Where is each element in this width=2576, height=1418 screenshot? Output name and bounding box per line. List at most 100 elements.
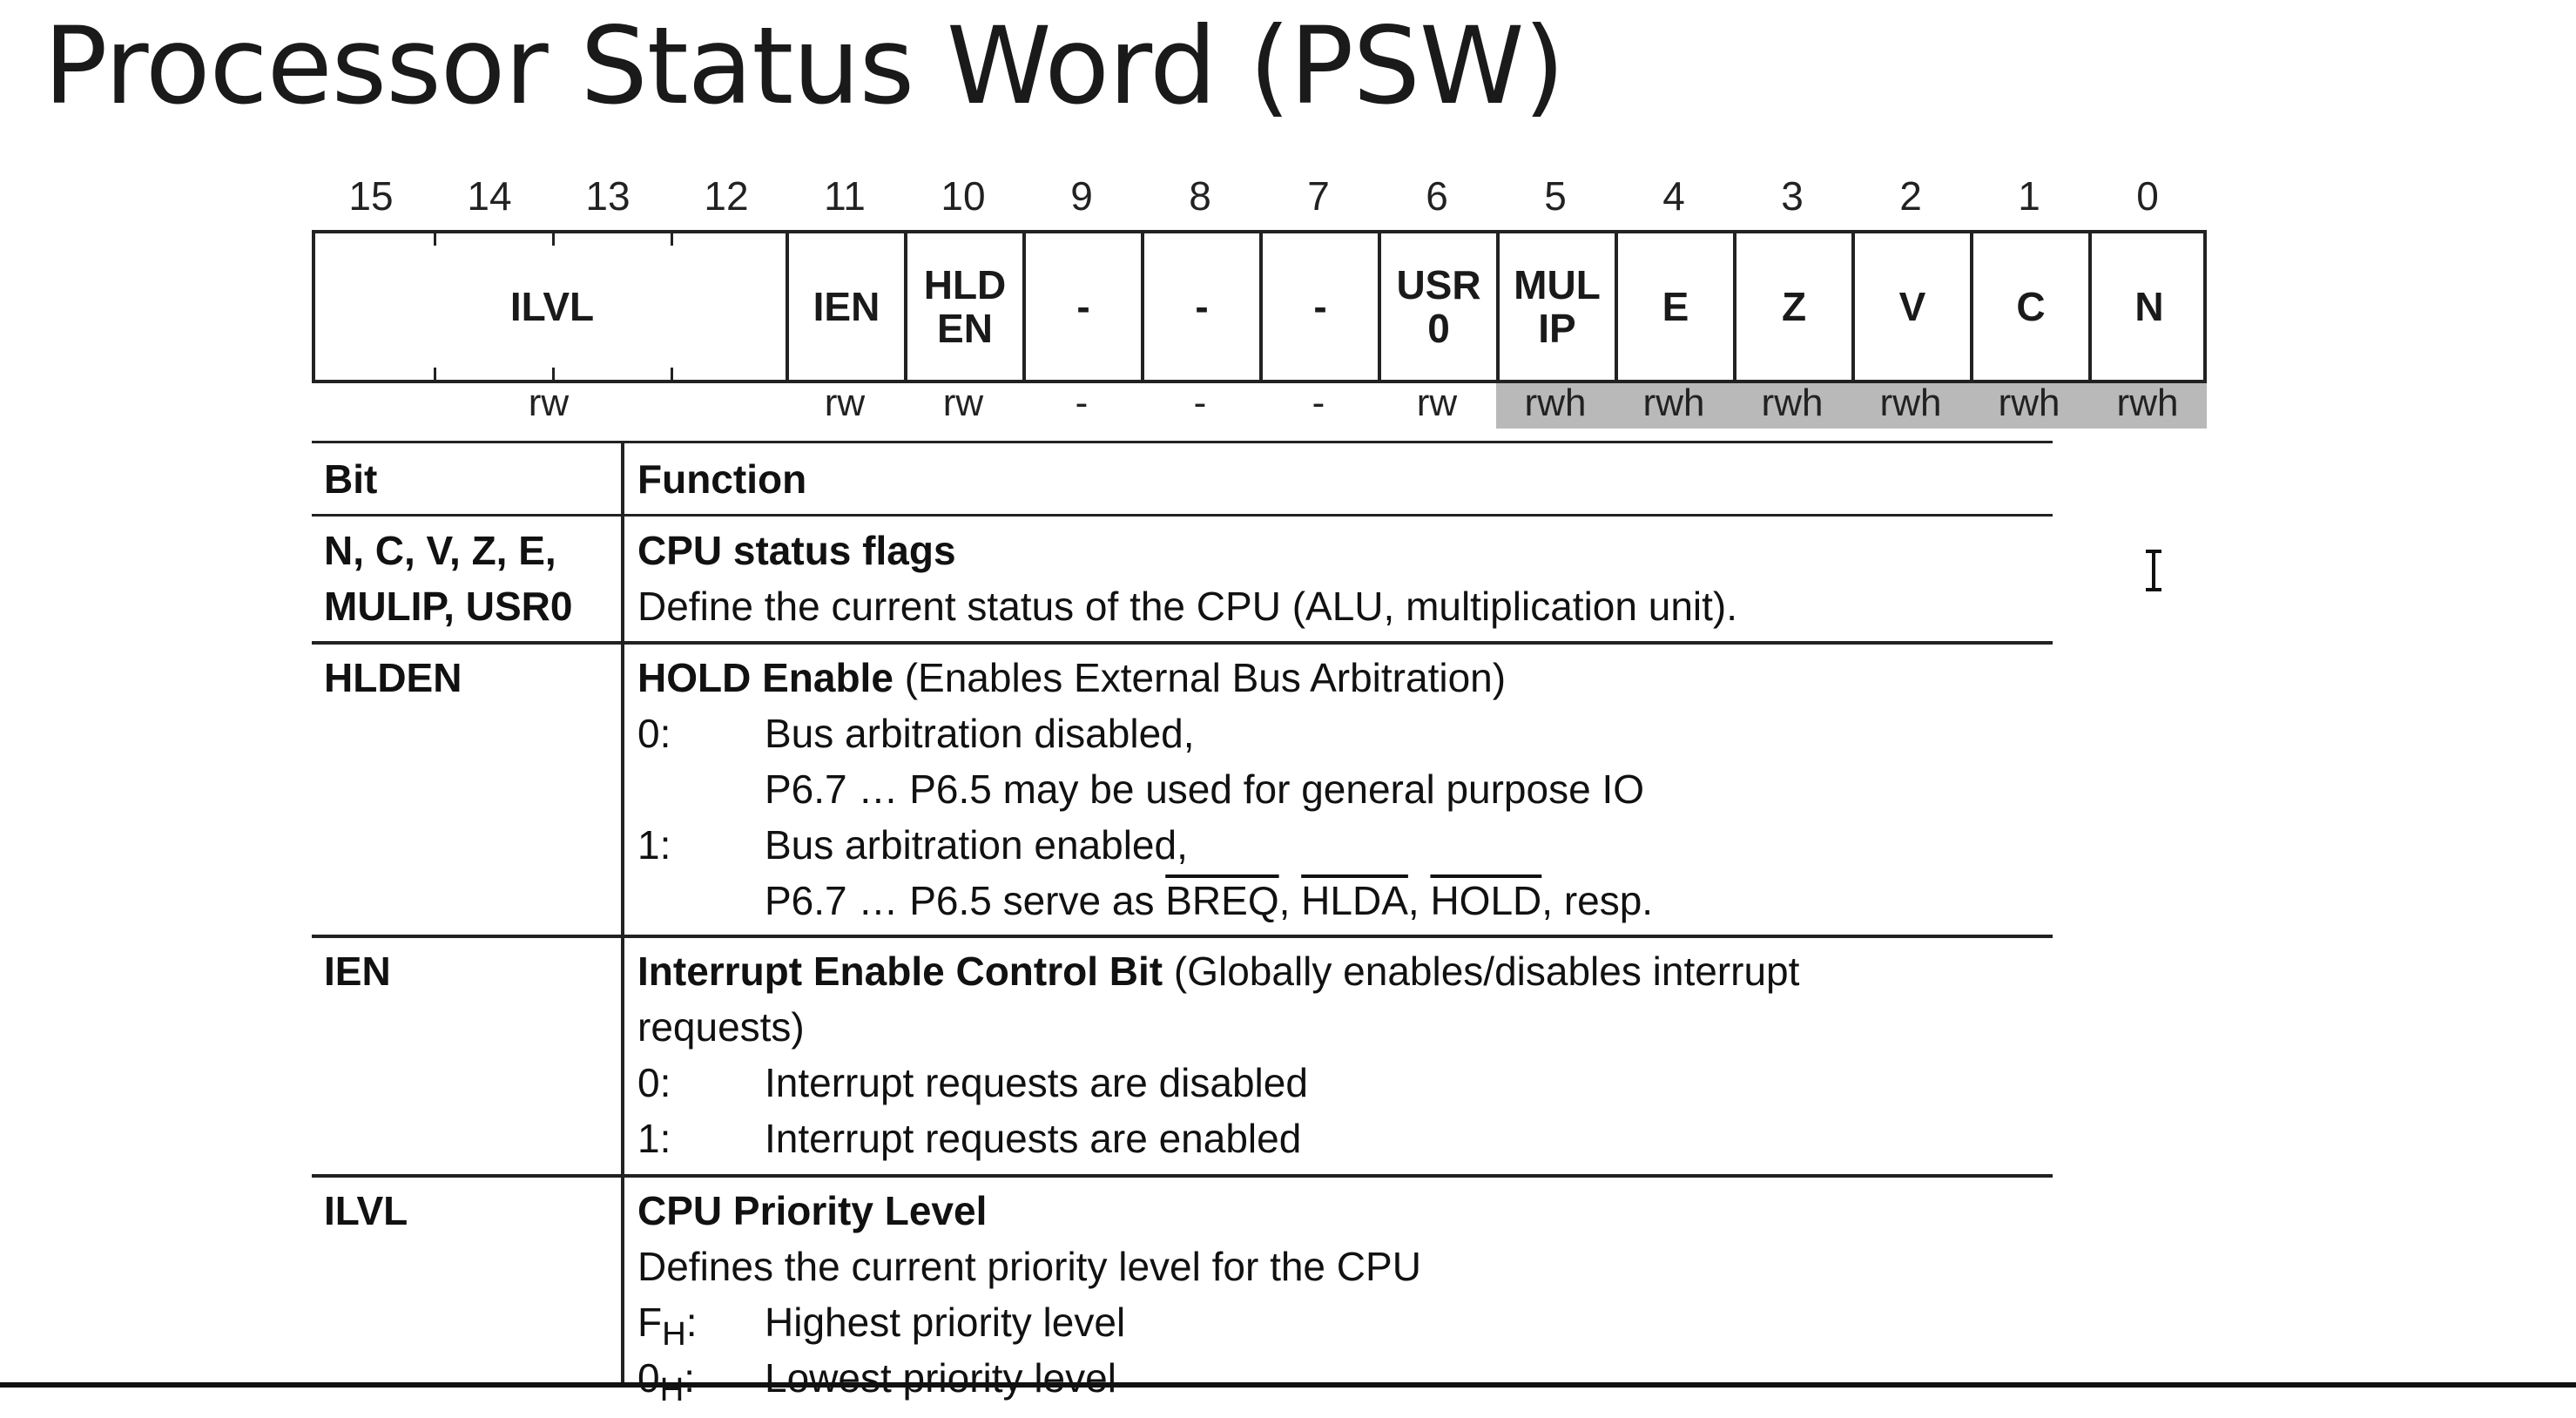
signal-separator: , (1278, 878, 1302, 923)
function-title-bold: Interrupt Enable Control Bit (637, 949, 1163, 994)
field-z: Z (1733, 233, 1851, 380)
value-key-colon: : (685, 1300, 698, 1345)
field-e: E (1615, 233, 1733, 380)
text-cursor-icon (2146, 550, 2161, 591)
function-title-rest: (Enables External Bus Arbitration) (893, 655, 1507, 700)
field-reserved-9: - (1022, 233, 1141, 380)
header-bit: Bit (324, 456, 378, 502)
function-title-rest: (Globally enables/disables interrupt (1163, 949, 1800, 994)
access-reserved-8: - (1193, 382, 1207, 424)
value-key: 0: (637, 711, 671, 756)
bit-number: 8 (1189, 173, 1211, 219)
field-reserved-8: - (1141, 233, 1259, 380)
value-key: 1: (637, 1116, 671, 1161)
bit-tick (671, 368, 673, 380)
access-n: rwh (2116, 382, 2179, 424)
bit-number: 2 (1899, 173, 1922, 219)
field-mulip: MUL IP (1496, 233, 1615, 380)
bottom-border (0, 1382, 2576, 1388)
field-reserved-7: - (1259, 233, 1378, 380)
field-usr0: USR 0 (1378, 233, 1496, 380)
page-title: Processor Status Word (PSW) (44, 4, 1565, 128)
bit-tick (552, 368, 555, 380)
field-ien: IEN (786, 233, 904, 380)
field-n: N (2088, 233, 2207, 380)
access-e: rwh (1642, 382, 1705, 424)
access-hlden: rw (942, 382, 984, 424)
function-title: Interrupt Enable Control Bit (Globally e… (637, 943, 1799, 999)
function-line: Define the current status of the CPU (AL… (637, 584, 1738, 629)
value-description: Lowest priority level (765, 1355, 1116, 1401)
bit-name-ien: IEN (324, 949, 391, 994)
table-rule (312, 935, 2053, 938)
bit-number: 6 (1426, 173, 1448, 219)
value-description: Interrupt requests are enabled (765, 1116, 1302, 1161)
access-reserved-9: - (1075, 382, 1089, 424)
bit-number: 11 (824, 173, 866, 219)
function-title-continuation: requests) (637, 1004, 805, 1050)
bit-names-status-flags: N, C, V, Z, E, (324, 528, 556, 573)
value-description: Bus arbitration disabled, (765, 711, 1195, 756)
field-v: V (1851, 233, 1970, 380)
value-key: FH: (637, 1294, 698, 1362)
function-title: CPU Priority Level (637, 1183, 987, 1239)
value-key-subscript: H (662, 1315, 686, 1354)
signal-hlda: HLDA (1301, 878, 1408, 923)
bit-number-row: 15 14 13 12 11 10 9 8 7 6 5 4 3 2 1 0 (312, 165, 2207, 226)
function-title-bold: HOLD Enable (637, 655, 894, 700)
function-line: Defines the current priority level for t… (637, 1244, 1421, 1289)
bit-tick (434, 233, 436, 246)
access-mulip: rwh (1524, 382, 1587, 424)
bit-name-hlden: HLDEN (324, 655, 462, 700)
column-divider (621, 441, 624, 1388)
value-description: P6.7 … P6.5 may be used for general purp… (765, 766, 1645, 812)
access-ien: rw (824, 382, 866, 424)
bit-tick (552, 233, 555, 246)
signal-separator: , (1407, 878, 1431, 923)
value-key-letter: F (637, 1300, 663, 1345)
access-c: rwh (1998, 382, 2060, 424)
access-type-row: rw rw rw - - - rw rwh rwh rwh rwh rwh rw… (312, 383, 2207, 429)
field-ilvl: ILVL (509, 284, 595, 329)
bit-name-ilvl: ILVL (324, 1188, 408, 1233)
value-description: Highest priority level (765, 1300, 1126, 1345)
bit-number: 15 (348, 173, 394, 219)
bit-names-status-flags: MULIP, USR0 (324, 584, 573, 629)
bit-function-table: Bit Function N, C, V, Z, E, MULIP, USR0 … (312, 441, 2053, 1408)
bit-number: 1 (2018, 173, 2040, 219)
access-ilvl: rw (528, 382, 570, 424)
value-description: Interrupt requests are disabled (765, 1060, 1308, 1105)
bit-number: 5 (1544, 173, 1567, 219)
value-key-subscript: H (659, 1371, 684, 1409)
psw-register-diagram: ILVL IEN HLD EN - - - USR 0 MUL IP E Z V… (312, 230, 2207, 383)
access-z: rwh (1761, 382, 1824, 424)
value-key: 1: (637, 822, 671, 868)
bit-number: 3 (1781, 173, 1804, 219)
bit-number: 14 (467, 173, 512, 219)
function-title-bold: CPU Priority Level (637, 1188, 988, 1233)
bit-tick (434, 368, 436, 380)
hardware-access-highlight (1496, 383, 2207, 429)
field-hlden: HLD EN (904, 233, 1022, 380)
bit-number: 12 (704, 173, 749, 219)
value-key-letter: 0 (637, 1355, 660, 1401)
header-function: Function (637, 456, 807, 502)
bit-number: 7 (1307, 173, 1330, 219)
value-key-colon: : (684, 1355, 696, 1401)
signal-hold: HOLD (1430, 878, 1542, 923)
access-usr0: rw (1416, 382, 1458, 424)
table-rule (312, 441, 2053, 443)
signal-prefix: P6.7 … P6.5 serve as (765, 878, 1166, 923)
bit-number: 0 (2136, 173, 2159, 219)
function-title: CPU status flags (637, 523, 956, 578)
function-title-bold: CPU status flags (637, 528, 956, 573)
access-reserved-7: - (1312, 382, 1325, 424)
signal-suffix: , resp. (1541, 878, 1654, 923)
table-rule (312, 514, 2053, 517)
bit-number: 13 (585, 173, 631, 219)
access-v: rwh (1879, 382, 1942, 424)
value-key: 0: (637, 1060, 671, 1105)
bit-number: 4 (1662, 173, 1685, 219)
table-rule (312, 1174, 2053, 1178)
bit-number: 10 (941, 173, 986, 219)
